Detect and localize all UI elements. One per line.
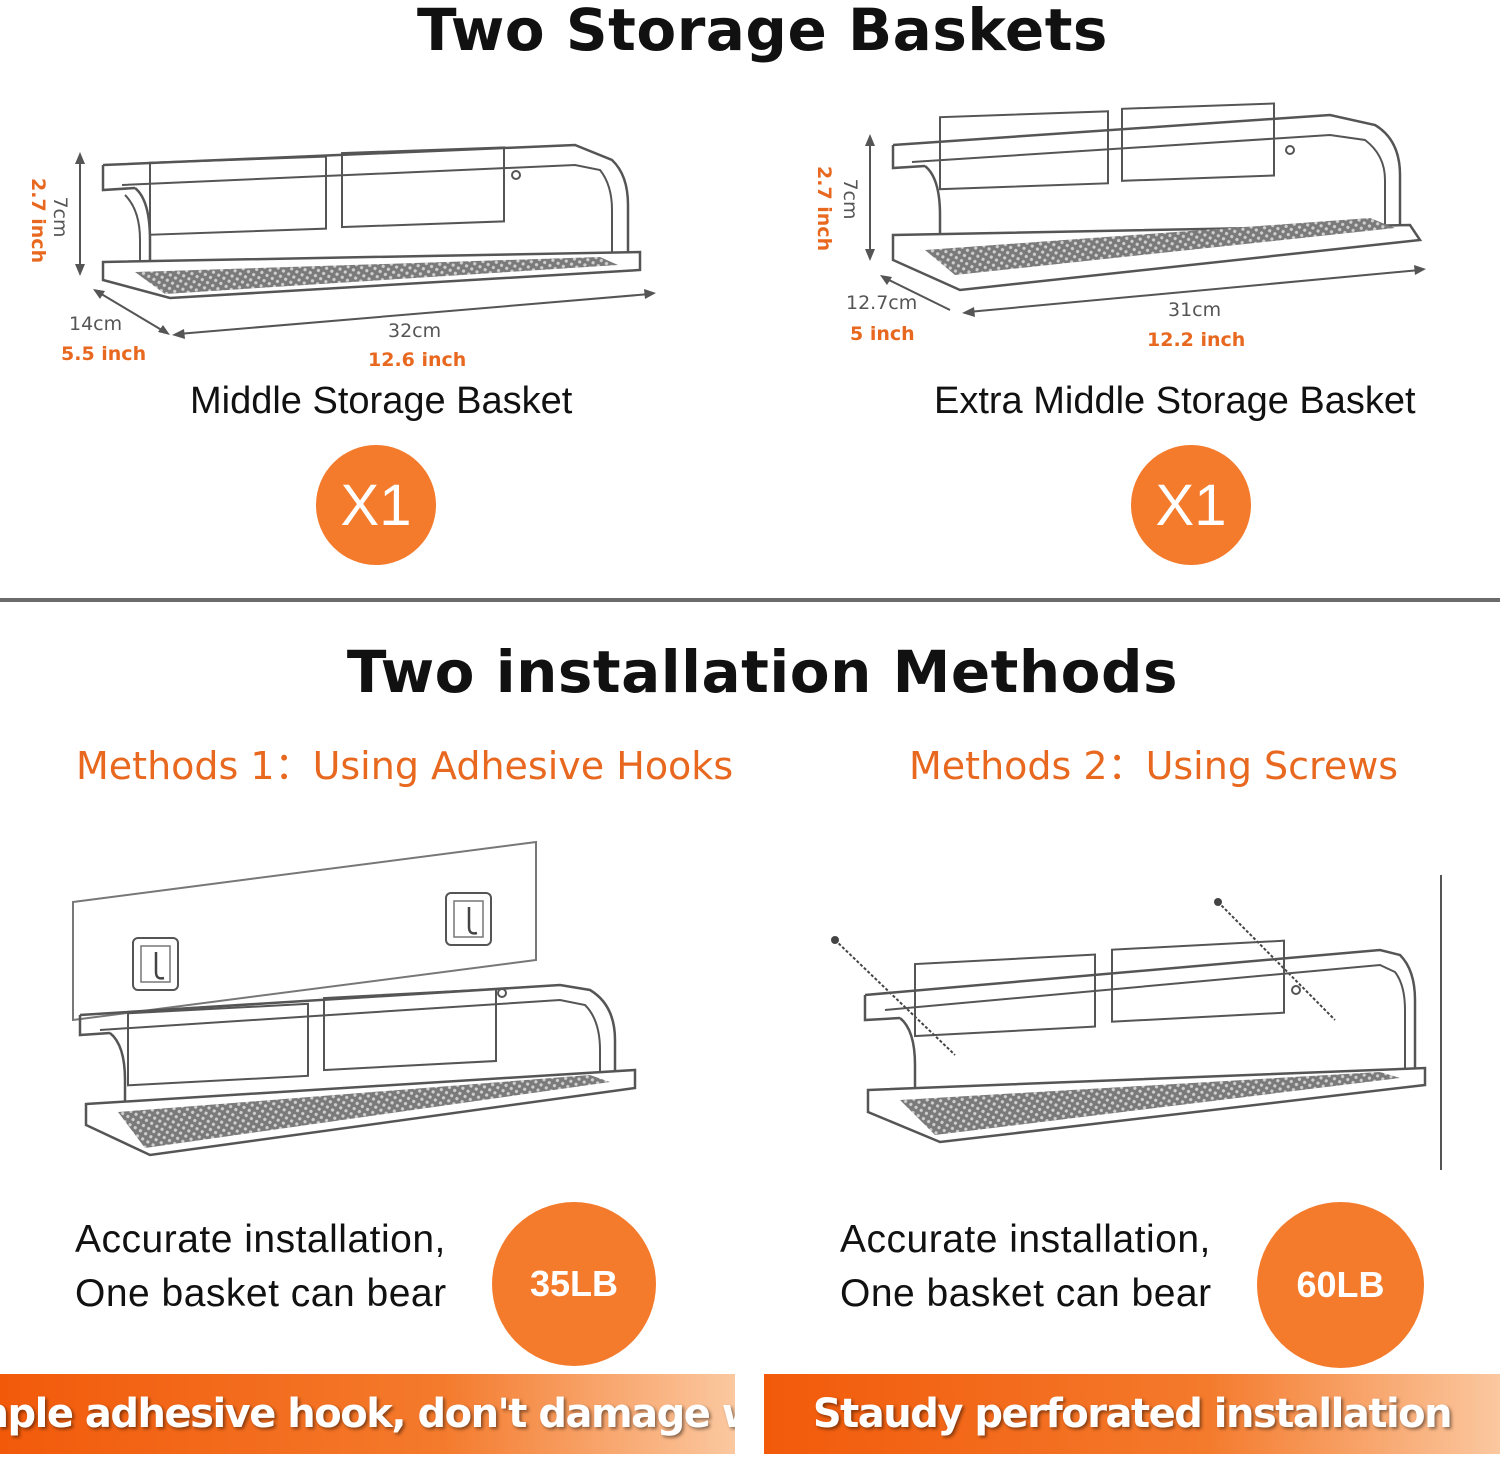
method1-text: Accurate installation, One basket can be… xyxy=(75,1213,447,1321)
screw-icon xyxy=(831,936,956,1056)
load-badge-method1: 35LB xyxy=(492,1202,656,1366)
section-title-baskets: Two Storage Baskets xyxy=(417,0,1108,64)
method1-line1: Accurate installation, xyxy=(75,1218,446,1261)
depth-inch-label: 5.5 inch xyxy=(61,343,147,365)
method1-banner-text: Simple adhesive hook, don't damage wall xyxy=(0,1391,735,1437)
width-inch-label: 12.2 inch xyxy=(1147,329,1246,351)
middle-basket-caption: Middle Storage Basket xyxy=(190,380,573,422)
screw-icon xyxy=(1214,898,1336,1021)
section-title-installation: Two installation Methods xyxy=(346,638,1179,706)
quantity-badge-right: X1 xyxy=(1131,445,1251,565)
method2-line1: Accurate installation, xyxy=(840,1218,1211,1261)
method1-heading: Methods 1：Using Adhesive Hooks xyxy=(76,744,734,788)
hook-icon xyxy=(132,937,179,991)
width-cm-label: 32cm xyxy=(388,320,442,342)
section-divider xyxy=(0,598,1500,602)
hook-icon xyxy=(445,892,492,946)
load-label: 60LB xyxy=(1296,1264,1385,1305)
method1-banner: Simple adhesive hook, don't damage wall xyxy=(0,1374,735,1454)
depth-cm-label: 14cm xyxy=(69,313,123,335)
quantity-badge-left: X1 xyxy=(316,445,436,565)
method2-heading: Methods 2：Using Screws xyxy=(909,744,1399,788)
extra-basket-caption: Extra Middle Storage Basket xyxy=(934,380,1416,422)
depth-inch-label: 5 inch xyxy=(850,323,915,345)
quantity-label: X1 xyxy=(340,472,412,538)
method1-line2: One basket can bear xyxy=(75,1272,447,1315)
quantity-label: X1 xyxy=(1155,472,1227,538)
width-inch-label: 12.6 inch xyxy=(368,349,467,371)
width-cm-label: 31cm xyxy=(1168,299,1222,321)
depth-cm-label: 12.7cm xyxy=(846,292,918,314)
method2-banner-text: Staudy perforated installation xyxy=(812,1391,1453,1437)
method2-text: Accurate installation, One basket can be… xyxy=(840,1213,1212,1321)
method2-line2: One basket can bear xyxy=(840,1272,1212,1315)
method2-banner: Staudy perforated installation xyxy=(764,1374,1500,1454)
extra-basket-illustration xyxy=(865,102,1426,317)
middle-basket-illustration xyxy=(75,143,656,339)
load-label: 35LB xyxy=(529,1263,619,1304)
load-badge-method2: 60LB xyxy=(1257,1202,1424,1368)
